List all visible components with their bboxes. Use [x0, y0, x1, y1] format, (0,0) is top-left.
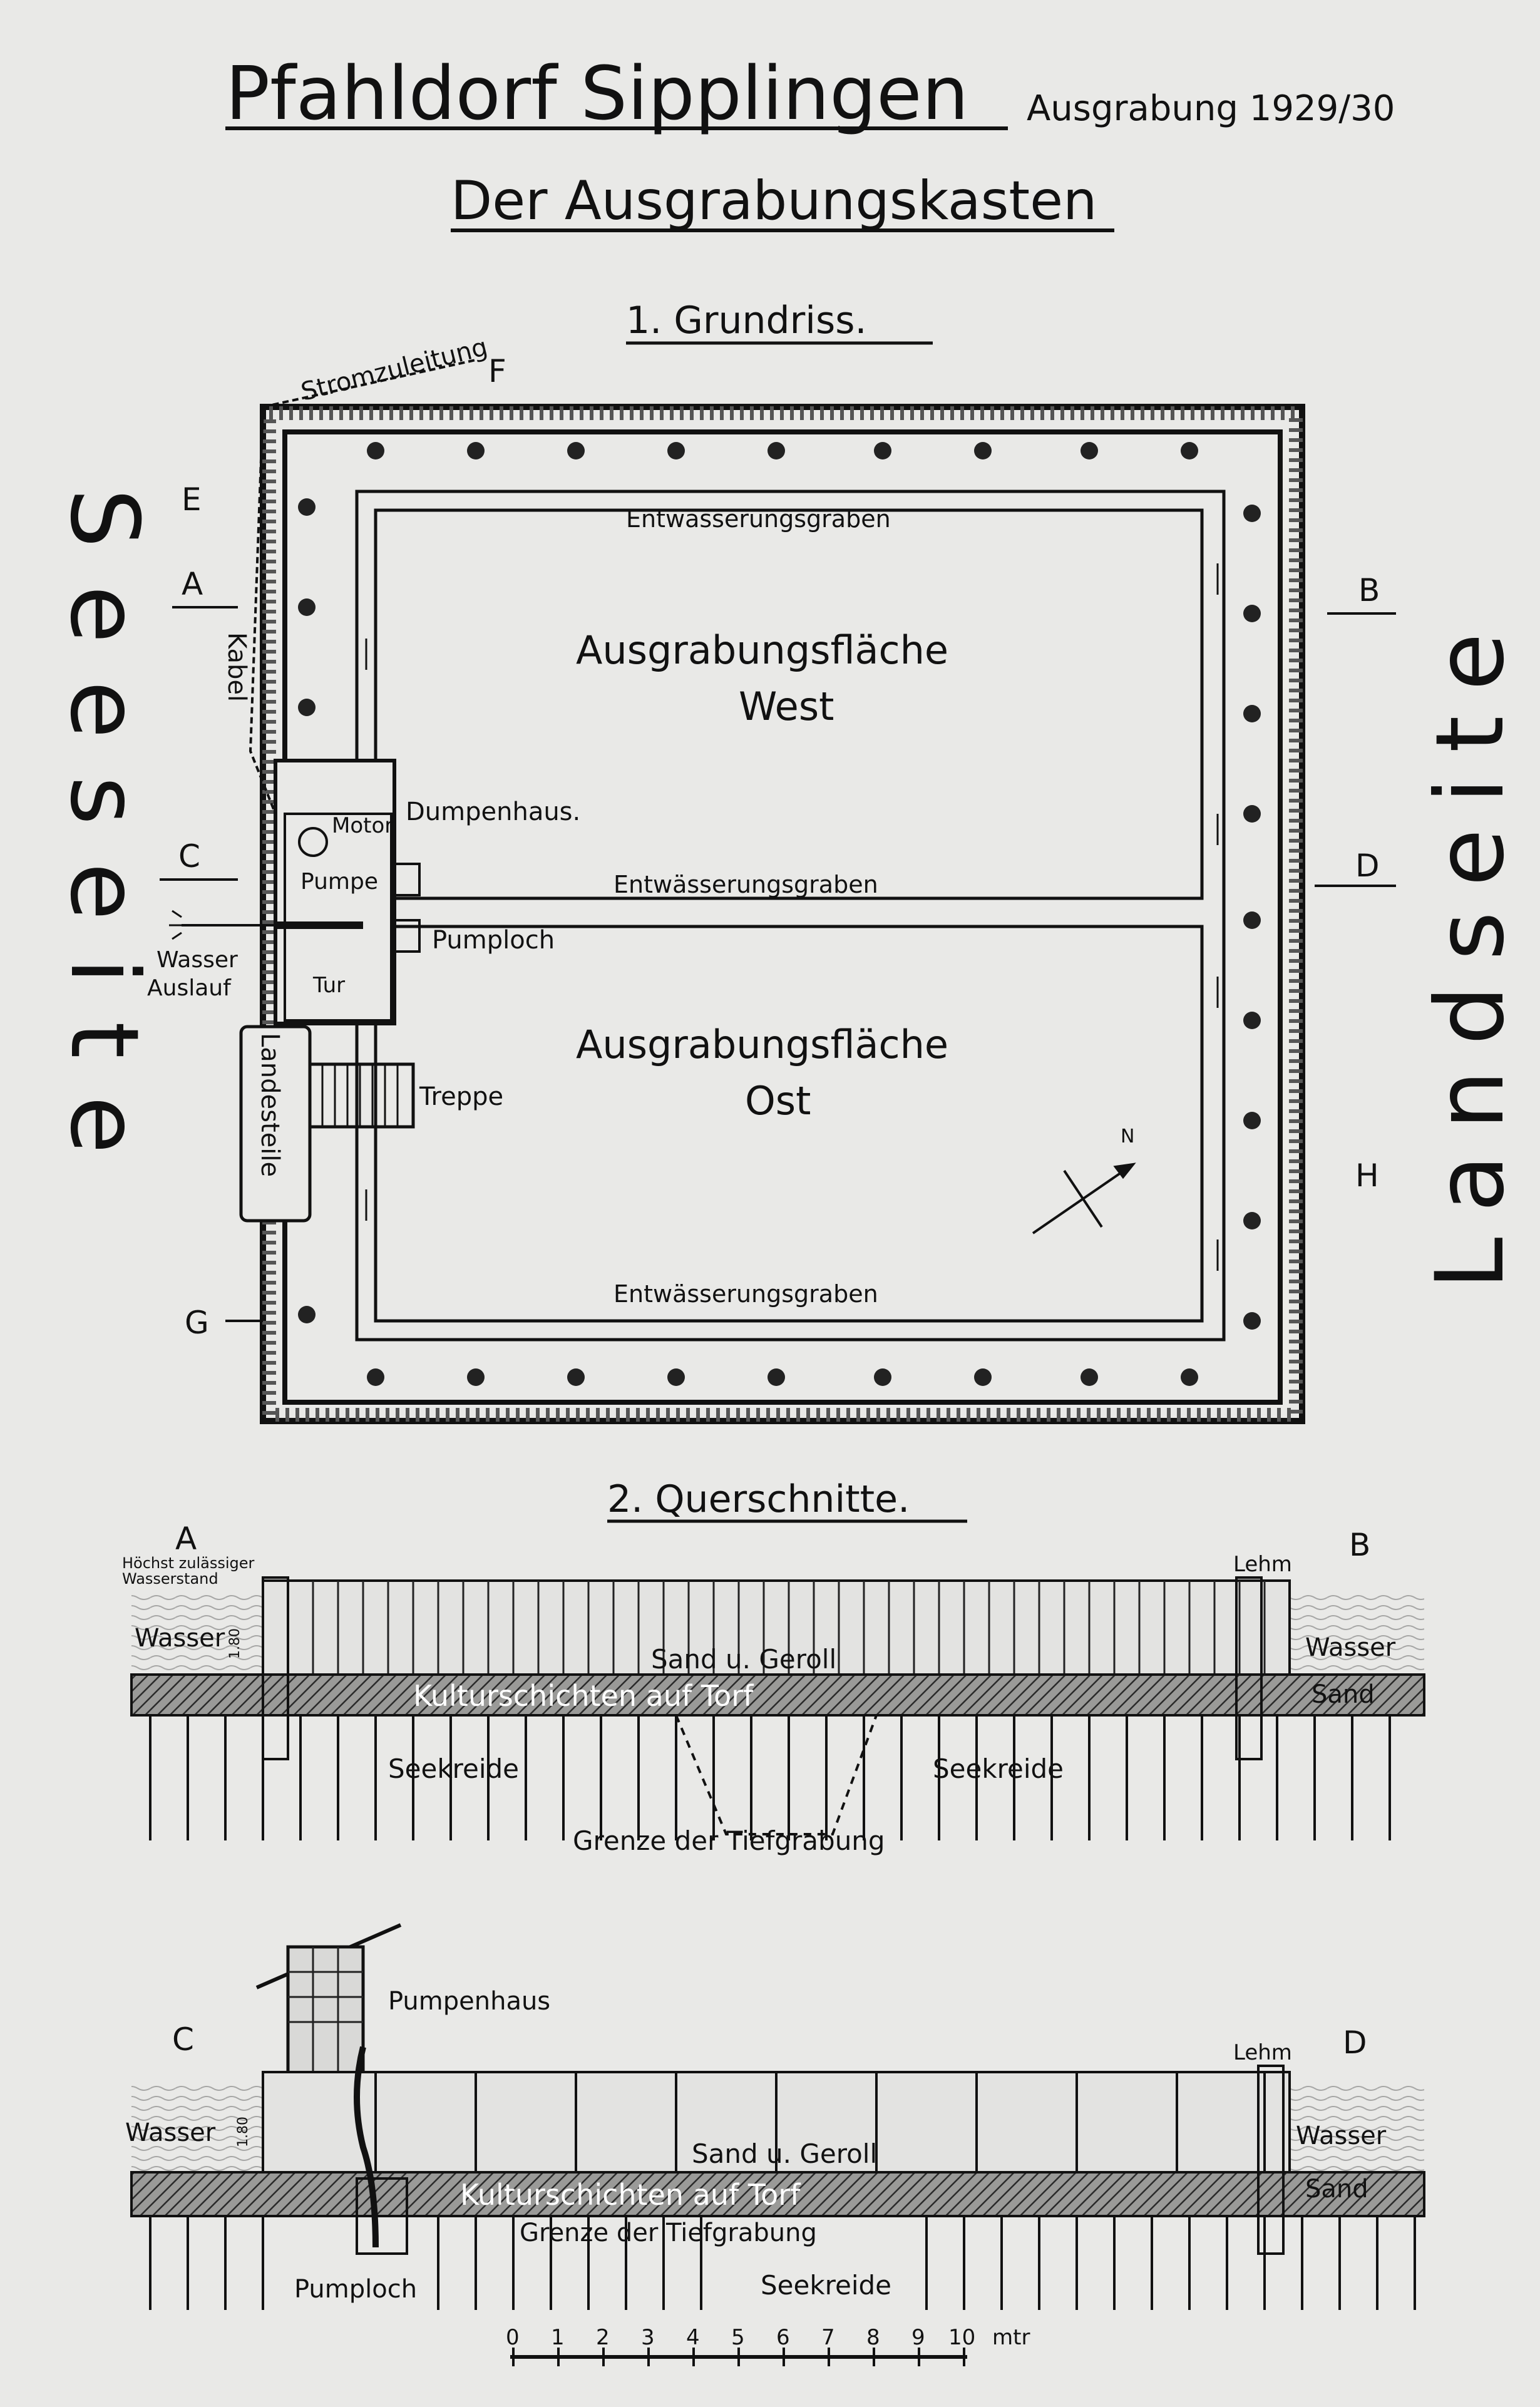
ab-marker-b: B — [1349, 1527, 1370, 1563]
wasser-label: Wasser — [157, 947, 238, 973]
landesteile-label: Landesteile — [255, 1033, 284, 1177]
ab-seekreide-right: Seekreide — [933, 1753, 1064, 1784]
motor-label: Motor — [332, 813, 393, 838]
wall-fill — [262, 406, 1303, 1422]
scale-6: 6 — [776, 2325, 790, 2350]
cd-marker-c: C — [172, 2021, 194, 2058]
cd-seekreide: Seekreide — [761, 2270, 891, 2301]
north-arrow-icon — [1032, 1162, 1136, 1234]
north-label: N — [1121, 1126, 1134, 1147]
outer-wall-inner — [282, 429, 1283, 1405]
outer-wall — [260, 404, 1305, 1424]
ab-hochster-2: Wasserstand — [122, 1570, 218, 1588]
page-subtitle: Der Ausgrabungskasten — [451, 170, 1097, 232]
ost-label-2: Ost — [745, 1078, 811, 1124]
page-title: Pfahldorf Sipplingen — [225, 50, 968, 136]
pumpenhaus-label: Dumpenhaus. — [406, 798, 580, 826]
drainage-outer — [355, 490, 1226, 1342]
cd-wasser-right: Wasser — [1296, 2122, 1387, 2150]
cd-grenze: Grenze der Tiefgrabung — [520, 2219, 817, 2247]
graben-mid-label: Entwässerungsgraben — [613, 871, 878, 898]
landseite-label: Landseite — [1416, 608, 1525, 1290]
power-cable — [249, 359, 476, 814]
treppe-label: Treppe — [419, 1082, 503, 1111]
ab-marker-a: A — [175, 1521, 197, 1557]
marker-f: F — [488, 353, 506, 389]
marker-d: D — [1355, 848, 1380, 884]
ost-label-1: Ausgrabungsfläche — [576, 1022, 948, 1067]
scale-7: 7 — [821, 2325, 835, 2350]
section-markers — [160, 606, 1396, 1322]
west-label-2: West — [739, 684, 834, 729]
wall-posts — [298, 442, 1261, 1386]
stairs — [308, 1062, 415, 1129]
cd-pumploch: Pumploch — [294, 2275, 417, 2304]
cd-sand-right: Sand — [1305, 2175, 1368, 2204]
ab-hochster-1: Höchst zulässiger — [122, 1554, 255, 1572]
ab-sand-right: Sand — [1312, 1680, 1375, 1709]
ab-wasser-left: Wasser — [135, 1624, 225, 1653]
ab-kultur: Kulturschichten auf Torf — [413, 1679, 754, 1713]
excavation-west — [374, 508, 1204, 900]
west-label-1: Ausgrabungsfläche — [576, 627, 948, 673]
pumpe-label: Pumpe — [300, 869, 378, 895]
stromzuleitung-label: Stromzuleitung — [298, 332, 490, 406]
graben-bottom-label: Entwässerungsgraben — [613, 1280, 878, 1308]
scale-1: 1 — [551, 2325, 565, 2350]
scale-3: 3 — [641, 2325, 655, 2350]
scale-10: 10 — [948, 2325, 975, 2350]
cd-depth: 1.80 — [235, 2117, 251, 2147]
plan-heading: 1. Grundriss. — [626, 299, 867, 342]
header: Pfahldorf Sipplingen Ausgrabung 1929/30 … — [225, 50, 1395, 232]
section-cd — [130, 1923, 1425, 2310]
ab-sand-geroll: Sand u. Geroll — [651, 1644, 836, 1675]
excavation-east — [374, 925, 1204, 1323]
cd-wasser-left: Wasser — [125, 2118, 216, 2147]
scale-0: 0 — [506, 2325, 520, 2350]
tur-label: Tur — [312, 973, 345, 998]
marker-b: B — [1358, 572, 1380, 608]
scale-9: 9 — [911, 2325, 925, 2350]
scale-4: 4 — [686, 2325, 700, 2350]
ab-wasser-right: Wasser — [1305, 1633, 1396, 1662]
scale-2: 2 — [596, 2325, 610, 2350]
ab-grenze: Grenze der Tiefgrabung — [573, 1825, 885, 1856]
flow-arrows — [365, 563, 1219, 1271]
auslauf-label: Auslauf — [147, 975, 232, 1001]
cd-pumpenhaus: Pumpenhaus — [388, 1987, 550, 2016]
cross-sections: 2. Querschnitte. — [122, 1477, 1425, 2310]
marker-e: E — [182, 481, 202, 518]
scale-bar: 0 1 2 3 4 5 6 7 8 9 10 mtr — [506, 2325, 1030, 2366]
cd-kultur: Kulturschichten auf Torf — [460, 2178, 801, 2212]
kabel-label: Kabel — [222, 632, 251, 702]
sections-heading: 2. Querschnitte. — [607, 1477, 910, 1521]
scale-5: 5 — [731, 2325, 745, 2350]
scale-unit: mtr — [992, 2325, 1030, 2350]
marker-h: H — [1355, 1157, 1379, 1194]
graben-top-label: Entwässerungsgraben — [626, 505, 891, 533]
pumploch-label: Pumploch — [432, 926, 555, 955]
cd-sand-geroll: Sand u. Geroll — [692, 2138, 877, 2169]
scale-8: 8 — [866, 2325, 880, 2350]
seeseite-label: Seeseite — [49, 488, 158, 1191]
floor-plan: 1. Grundriss. Seeseite Landseite Entwäss… — [49, 299, 1525, 1424]
ab-depth: 1.80 — [227, 1628, 243, 1659]
cd-marker-d: D — [1343, 2025, 1367, 2061]
marker-a: A — [182, 566, 203, 602]
section-ab — [130, 1576, 1425, 1840]
cd-lehm: Lehm — [1233, 2040, 1292, 2065]
pump-house-plan — [169, 759, 421, 1025]
marker-c: C — [178, 838, 200, 875]
marker-g: G — [185, 1305, 209, 1341]
excavation-date: Ausgrabung 1929/30 — [1027, 88, 1395, 129]
ab-seekreide-left: Seekreide — [388, 1753, 519, 1784]
ab-lehm: Lehm — [1233, 1552, 1292, 1577]
